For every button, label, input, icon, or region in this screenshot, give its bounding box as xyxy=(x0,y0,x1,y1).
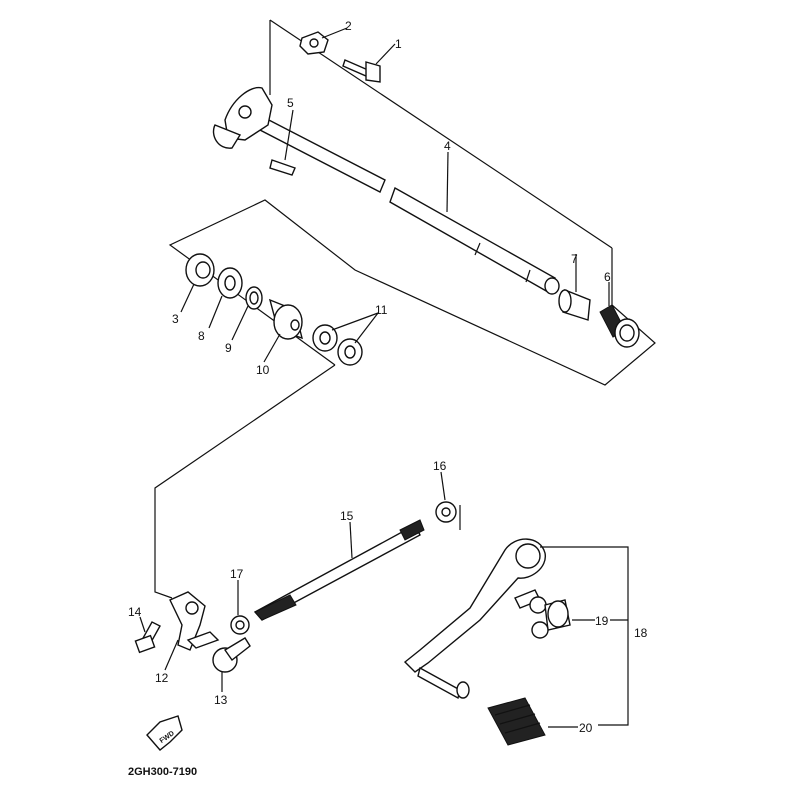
callout-15: 15 xyxy=(340,509,354,523)
washer xyxy=(217,267,243,299)
collar xyxy=(558,289,591,321)
callout-10: 10 xyxy=(256,363,270,377)
callout-16: 16 xyxy=(433,459,447,473)
nut xyxy=(299,31,329,55)
callout-4: 4 xyxy=(444,139,451,153)
shift-rod xyxy=(253,519,425,621)
return-spring xyxy=(599,304,640,348)
callout-9: 9 xyxy=(225,341,232,355)
callout-11: 11 xyxy=(375,303,388,317)
rod-joint xyxy=(186,631,251,673)
callout-18: 18 xyxy=(634,626,648,640)
callout-12: 12 xyxy=(155,671,169,685)
shift-arm xyxy=(212,86,273,149)
callout-1: 1 xyxy=(395,37,402,51)
pin xyxy=(269,159,296,176)
callout-20: 20 xyxy=(579,721,593,735)
bolt xyxy=(342,59,381,83)
bushing xyxy=(268,298,303,340)
callout-3: 3 xyxy=(172,312,179,326)
callout-13: 13 xyxy=(214,693,228,707)
lower-assembly-outline xyxy=(154,364,336,599)
forward-arrow-icon: FWD xyxy=(146,715,183,751)
oil-seal xyxy=(185,253,215,287)
pedal-bolt xyxy=(514,589,571,639)
pedal-rubber xyxy=(487,697,546,746)
callout-5: 5 xyxy=(287,96,294,110)
callout-2: 2 xyxy=(345,19,352,33)
callout-19: 19 xyxy=(595,614,609,628)
leader-lines xyxy=(139,27,629,728)
circlip xyxy=(245,286,263,310)
upper-assembly-outline xyxy=(168,19,656,386)
shift-shaft xyxy=(259,117,560,295)
callout-6: 6 xyxy=(604,270,611,284)
bearing-pair xyxy=(312,324,363,366)
rod-nut-upper xyxy=(435,501,457,523)
callout-17: 17 xyxy=(230,567,244,581)
callout-8: 8 xyxy=(198,329,205,343)
callout-7: 7 xyxy=(571,252,578,266)
shift-pedal xyxy=(403,538,546,700)
arm-bolt xyxy=(134,621,161,654)
callout-14: 14 xyxy=(128,605,142,619)
diagram-code: 2GH300-7190 xyxy=(128,766,197,778)
rod-nut-lower xyxy=(230,615,250,635)
